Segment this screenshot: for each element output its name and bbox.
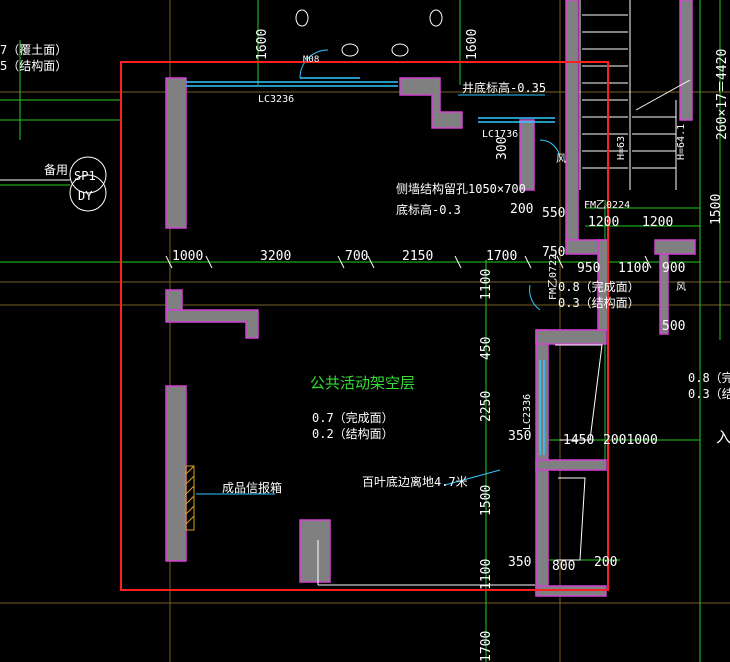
label-fmz: FM乙0224 (584, 199, 630, 211)
room-name: 公共活动架空层 (310, 374, 415, 392)
sp-dy-symbol (0, 156, 107, 212)
dim-800: 800 (552, 559, 575, 574)
floor-finish: 0.7（完成面） (312, 410, 394, 425)
dim-200-b: 200 (594, 555, 617, 570)
dim-550-top: 550 (542, 206, 565, 221)
dim-500: 500 (662, 319, 685, 334)
top-dim-1100: 1100 (618, 261, 649, 276)
label-mailbox: 成品信报箱 (222, 480, 282, 495)
top-dim-750: 750 (542, 245, 565, 260)
label-fmz2: FM乙0722 (547, 254, 559, 300)
label-wind-2: 风 (676, 281, 686, 293)
top-dim-3200: 3200 (260, 249, 291, 264)
label-m08: M08 (303, 55, 319, 65)
label-h2: H=64.1 (676, 124, 687, 160)
label-right-structure: 0.3（结构面） (558, 295, 640, 310)
windows (186, 77, 555, 455)
label-wind-1: 风 (556, 153, 566, 165)
door-arcs (299, 49, 561, 311)
vdim-2250: 2250 (479, 391, 494, 422)
label-hole-bottom: 底标高-0.3 (396, 202, 461, 217)
leader-lines (196, 94, 545, 495)
label-louver: 百叶底边离地4.7米 (362, 474, 468, 489)
label-top-left-a: 7（覆土面） (0, 43, 67, 57)
label-spare: 备用 (44, 163, 68, 177)
top-dim-1000: 1000 (172, 249, 203, 264)
stair-treads (579, 0, 691, 190)
label-far-right-finish: 0.8（完成 (688, 370, 730, 385)
label-lc1736: LC1736 (482, 129, 518, 140)
top-dim-700: 700 (345, 249, 368, 264)
label-pit-bottom: 井底标高-0.35 (462, 80, 546, 95)
dim-350-a: 350 (508, 429, 531, 444)
dim-2001000: 2001000 (603, 433, 658, 448)
label-lc3236: LC3236 (258, 94, 294, 105)
top-dim-950: 950 (577, 261, 600, 276)
top-dim-1700: 1700 (486, 249, 517, 264)
mailbox-hatch (185, 465, 195, 531)
vdim-stair: 260×17＝4420 (715, 49, 730, 140)
vdim-1700: 1700 (479, 631, 494, 662)
label-side-hole: 侧墙结构留孔1050×700 (396, 181, 526, 196)
top-dim-2150: 2150 (402, 249, 433, 264)
top-dim-900: 900 (662, 261, 685, 276)
vdim-450: 450 (479, 337, 494, 360)
label-sp1: SP1 (74, 169, 96, 183)
walls (165, 0, 696, 597)
vdim-1600-b: 1600 (465, 29, 480, 60)
label-dy: DY (78, 189, 93, 203)
vdim-300: 300 (495, 137, 510, 160)
vdim-1100: 1100 (479, 269, 494, 300)
label-top-left-b: 5（结构面） (0, 58, 67, 73)
label-far-right-structure: 0.3（结构 (688, 386, 730, 401)
selection-box[interactable] (120, 61, 609, 591)
floor-structure: 0.2（结构面） (312, 426, 394, 441)
label-entry: 入 (716, 428, 730, 446)
room-outlines (317, 344, 603, 586)
vdim-1100-b: 1100 (479, 559, 494, 590)
dim-350-b: 350 (508, 555, 531, 570)
vdim-1500: 1500 (479, 485, 494, 516)
dim-1200-b: 1200 (642, 215, 673, 230)
dim-200-top: 200 (510, 202, 533, 217)
label-right-finish: 0.8（完成面） (558, 279, 640, 294)
dim-1450: 1450 (563, 433, 594, 448)
label-lc2336: LC2336 (522, 394, 533, 430)
label-h1: H=63 (616, 136, 627, 160)
vdim-1600-a: 1600 (255, 29, 270, 60)
dim-1200-a: 1200 (588, 215, 619, 230)
vdim-1500-r: 1500 (709, 194, 724, 225)
toilet-icons (295, 9, 443, 57)
